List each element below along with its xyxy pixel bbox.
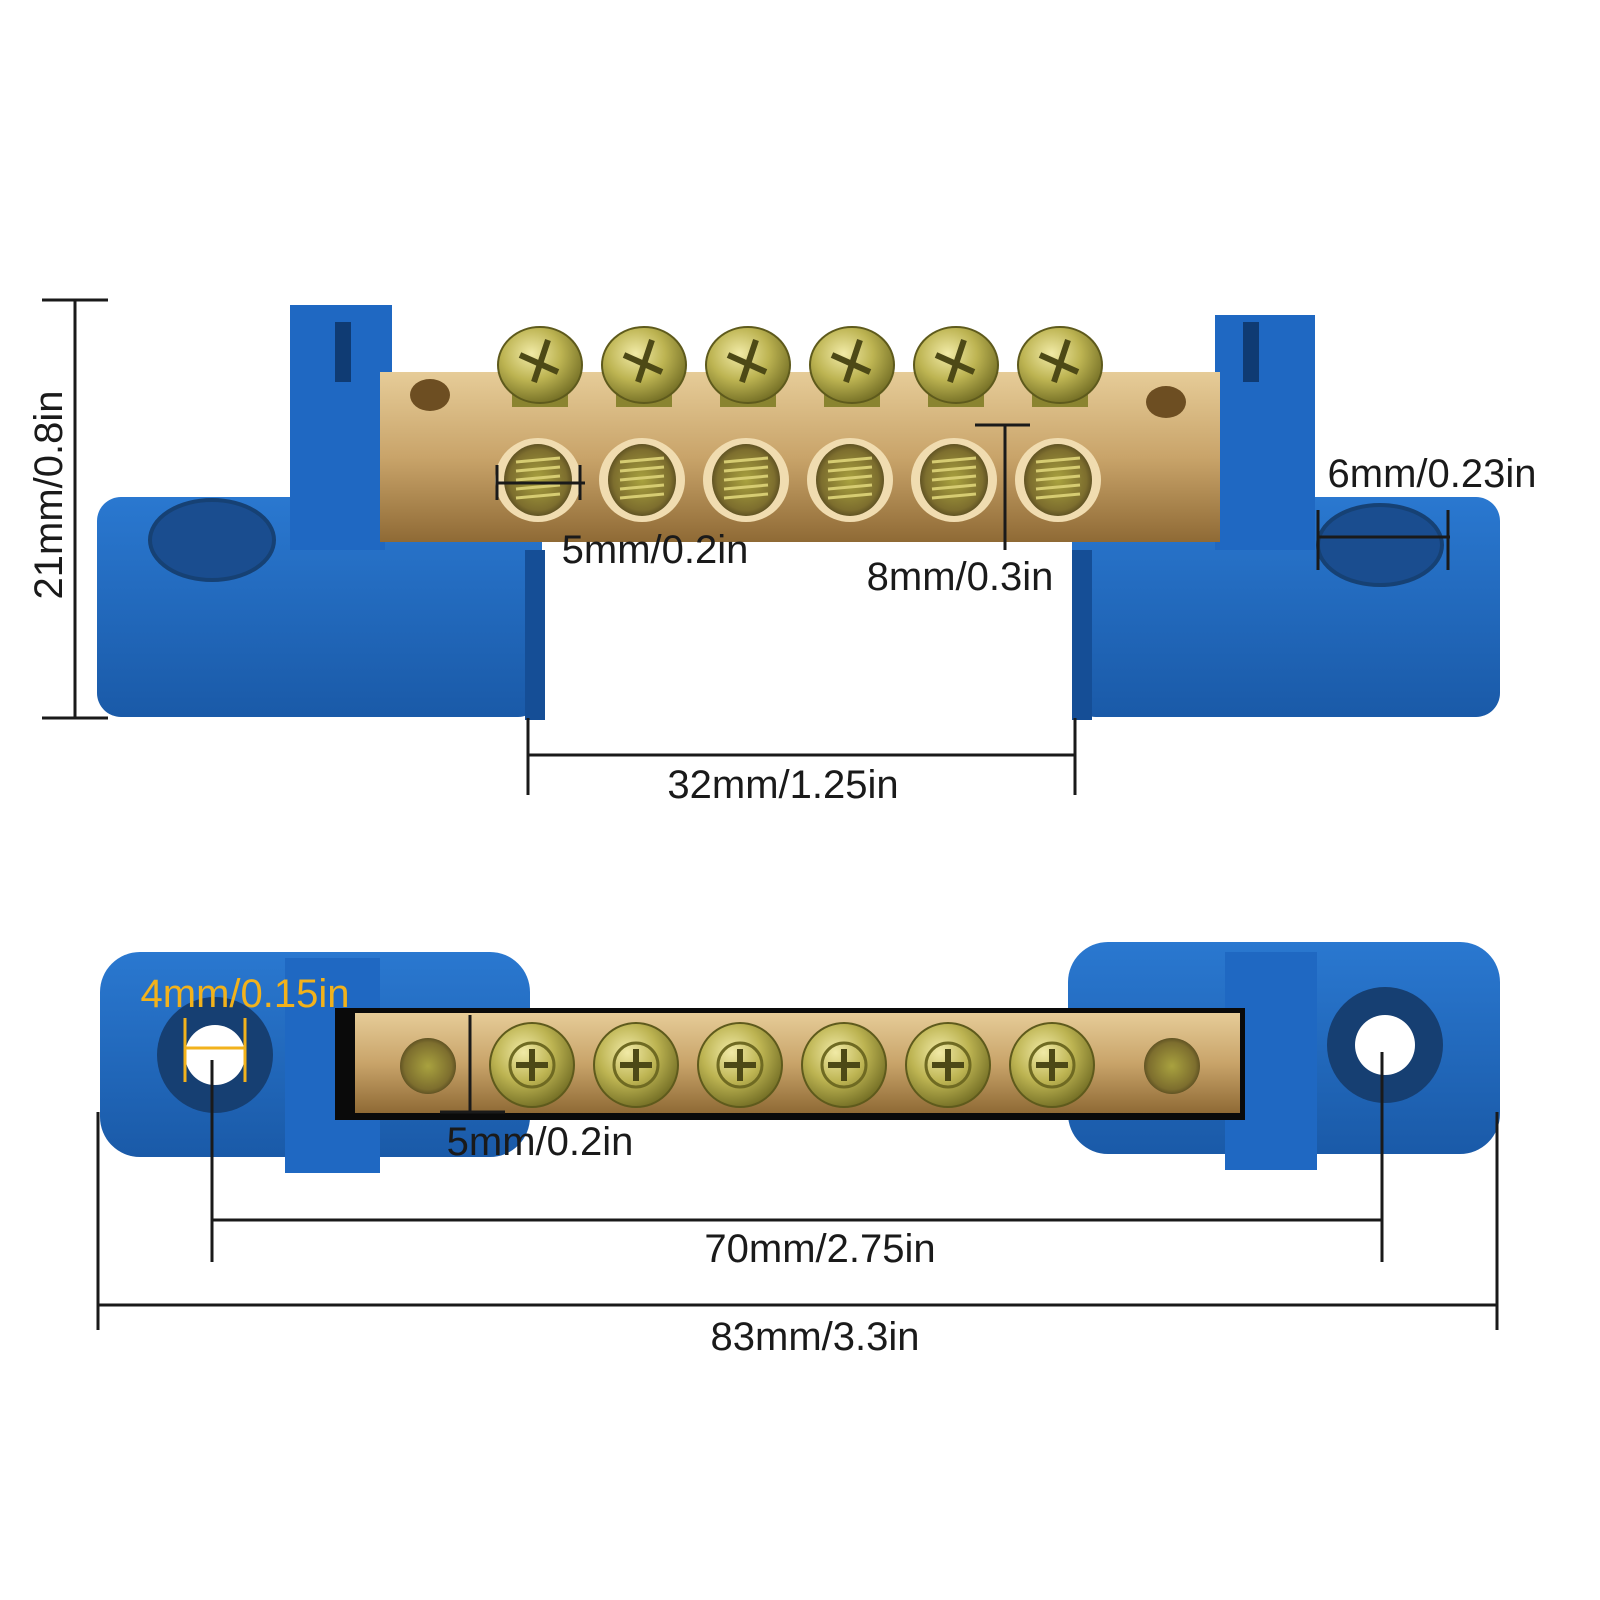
top-mount-hole-label: 4mm/0.15in bbox=[141, 972, 350, 1016]
top-screw-head bbox=[905, 1022, 991, 1108]
top-left-mount-hole bbox=[185, 1025, 245, 1085]
front-right-mount-hole bbox=[1316, 503, 1444, 587]
top-screw-head bbox=[593, 1022, 679, 1108]
front-base-gap-label: 32mm/1.25in bbox=[667, 763, 898, 807]
front-screw-hole-label: 5mm/0.2in bbox=[562, 528, 749, 572]
front-screw-head bbox=[601, 326, 687, 407]
front-wire-hole bbox=[599, 438, 685, 522]
front-screw-head bbox=[1017, 326, 1103, 407]
front-dimension-lines bbox=[42, 298, 1450, 795]
top-right-end-hole bbox=[1144, 1038, 1200, 1094]
front-left-mount-hole bbox=[148, 498, 276, 582]
right-mount-block bbox=[1072, 315, 1500, 720]
front-wire-hole bbox=[1015, 438, 1101, 522]
front-height-label: 21mm/0.8in bbox=[27, 391, 71, 600]
top-left-end-hole bbox=[400, 1038, 456, 1094]
top-end-hole-label: 5mm/0.2in bbox=[447, 1120, 634, 1164]
front-screw-head bbox=[913, 326, 999, 407]
top-screw-head bbox=[1009, 1022, 1095, 1108]
top-hole-spacing-label: 70mm/2.75in bbox=[704, 1227, 935, 1271]
front-mount-hole-label: 6mm/0.23in bbox=[1328, 452, 1537, 496]
top-screw-heads bbox=[489, 1022, 1095, 1108]
top-dimension-lines bbox=[96, 1015, 1499, 1330]
front-screw-head bbox=[497, 326, 583, 407]
top-screw-head bbox=[801, 1022, 887, 1108]
top-screw-head bbox=[489, 1022, 575, 1108]
top-brass-bar bbox=[355, 1013, 1240, 1113]
front-wire-hole bbox=[911, 438, 997, 522]
front-screw-heads bbox=[497, 326, 1103, 407]
left-mount-block bbox=[97, 305, 545, 720]
front-wire-hole bbox=[703, 438, 789, 522]
front-view bbox=[97, 305, 1500, 720]
front-wire-hole bbox=[495, 438, 581, 522]
front-bar-height-label: 8mm/0.3in bbox=[867, 555, 1054, 599]
front-wire-holes bbox=[495, 438, 1101, 522]
top-view bbox=[100, 942, 1500, 1173]
top-right-mount-hole bbox=[1355, 1015, 1415, 1075]
top-screw-head bbox=[697, 1022, 783, 1108]
front-screw-head bbox=[705, 326, 791, 407]
front-wire-hole bbox=[807, 438, 893, 522]
front-screw-head bbox=[809, 326, 895, 407]
top-total-length-label: 83mm/3.3in bbox=[711, 1315, 920, 1359]
